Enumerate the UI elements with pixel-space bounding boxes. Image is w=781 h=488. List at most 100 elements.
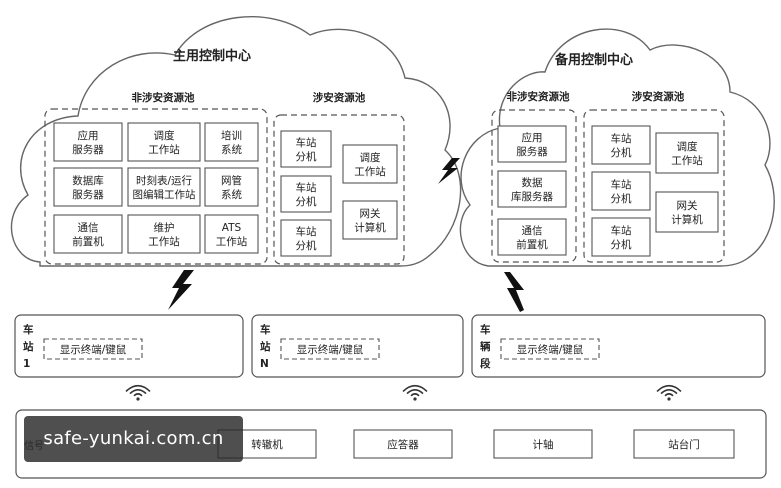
primary-secure-pool-label: 涉安资源池 (313, 91, 366, 104)
component-label: 分机 (296, 195, 317, 208)
station-label: 车 (23, 323, 34, 336)
component-label: 服务器 (72, 143, 104, 156)
display-terminal-box: 显示终端/键鼠 (43, 338, 143, 360)
component-label: 系统 (221, 188, 242, 201)
component-label: 工作站 (671, 154, 703, 167)
component-label: 车站 (611, 224, 632, 237)
component-label: 分机 (611, 238, 632, 251)
field-device-box: 应答器 (353, 429, 453, 459)
station-label: 站 (23, 340, 34, 353)
station-label: 段 (480, 357, 491, 370)
component-label: 车站 (296, 225, 317, 238)
field-device-box: 站台门 (633, 429, 735, 459)
component-label: 分机 (611, 146, 632, 159)
component-label: 数据库 (72, 174, 104, 187)
primary-secure-pool (273, 114, 405, 265)
component-label: 调度 (677, 140, 698, 153)
component-label: 工作站 (148, 235, 180, 248)
component-label: 前置机 (516, 238, 548, 251)
component-label: 应用 (522, 131, 543, 144)
component-label: 时刻表/运行 (136, 174, 193, 187)
component-label: 工作站 (216, 235, 248, 248)
lightning-bolt-icon (438, 158, 460, 184)
component-label: 调度 (154, 129, 175, 142)
component-label: 网关 (360, 207, 381, 220)
station-label: 辆 (480, 340, 491, 353)
lightning-bolt-icon (168, 270, 194, 310)
primary-non-secure-pool (44, 108, 268, 265)
station-panel: 车站 1 显示终端/键鼠 (14, 314, 244, 378)
wifi-icon (125, 384, 151, 401)
component-label: ATS (222, 222, 242, 234)
field-device-box: 计轴 (493, 429, 593, 459)
display-terminal-box: 显示终端/键鼠 (500, 338, 600, 360)
component-label: 数据 (522, 176, 543, 189)
component-label: 分机 (296, 150, 317, 163)
component-label: 应用 (78, 129, 99, 142)
primary-title: 主用控制中心 (173, 48, 251, 64)
field-device-label: 计轴 (533, 438, 554, 451)
station-label: 车 (260, 323, 271, 336)
field-device-label: 应答器 (387, 438, 419, 451)
wifi-icon (402, 384, 428, 401)
wifi-icon (656, 384, 682, 401)
component-label: 库服务器 (511, 190, 553, 203)
primary-non-secure-pool-label: 非涉安资源池 (132, 91, 195, 104)
component-label: 车站 (296, 136, 317, 149)
component-label: 系统 (221, 143, 242, 156)
station-label: N (260, 358, 269, 370)
component-label: 车站 (611, 132, 632, 145)
field-device-label: 转辙机 (251, 438, 283, 451)
backup-secure-pool (583, 109, 725, 263)
component-label: 工作站 (148, 143, 180, 156)
backup-secure-pool-label: 涉安资源池 (632, 90, 685, 103)
field-device-label: 站台门 (668, 438, 700, 451)
component-label: 网关 (677, 199, 698, 212)
component-label: 通信 (522, 225, 543, 237)
station-label: 站 (260, 340, 271, 353)
component-label: 计算机 (671, 213, 703, 226)
component-label: 分机 (611, 192, 632, 205)
lightning-bolt-icon (504, 272, 524, 312)
backup-title: 备用控制中心 (554, 52, 633, 68)
component-label: 车站 (611, 178, 632, 191)
display-terminal-label: 显示终端/键鼠 (297, 343, 364, 356)
backup-non-secure-pool (491, 109, 577, 263)
component-label: 车站 (296, 181, 317, 194)
primary-control-center-cloud: 主用控制中心 非涉安资源池 涉安资源池 应用服务器调度工作站培训系统数据库服务器… (10, 16, 462, 267)
backup-non-secure-pool-label: 非涉安资源池 (507, 90, 570, 103)
component-label: 前置机 (72, 235, 104, 248)
component-label: 图编辑工作站 (133, 188, 196, 201)
component-label: 工作站 (354, 165, 386, 178)
component-label: 计算机 (354, 221, 386, 234)
display-terminal-label: 显示终端/键鼠 (517, 343, 584, 356)
display-terminal-label: 显示终端/键鼠 (60, 343, 127, 356)
component-label: 培训 (221, 129, 242, 142)
component-label: 调度 (360, 151, 381, 164)
component-label: 维护 (154, 221, 175, 234)
station-label: 1 (23, 358, 30, 370)
station-panel: 车站N 显示终端/键鼠 (251, 314, 464, 378)
component-label: 服务器 (72, 188, 104, 201)
component-label: 服务器 (516, 145, 548, 158)
